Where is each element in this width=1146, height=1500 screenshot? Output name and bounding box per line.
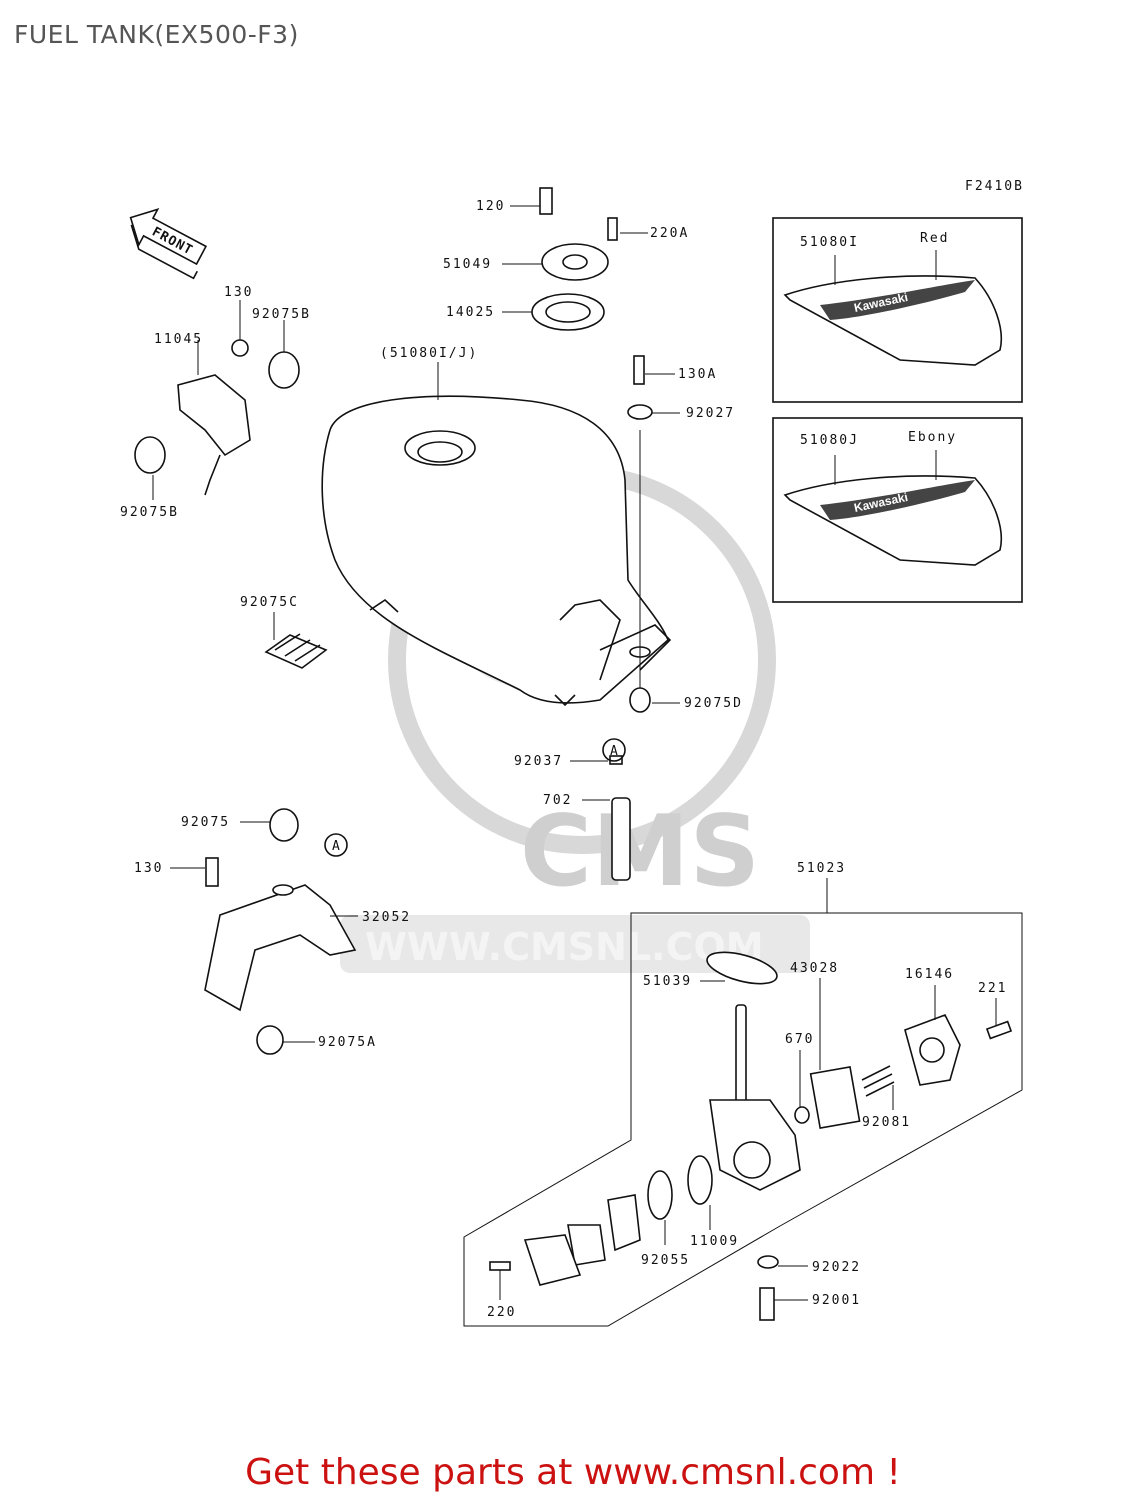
label-32052: 32052 xyxy=(362,910,411,925)
label-92075d: 92075D xyxy=(684,696,743,711)
label-92037: 92037 xyxy=(514,754,563,769)
label-220: 220 xyxy=(487,1305,516,1320)
label-130-top: 130 xyxy=(224,285,253,300)
screw-220a xyxy=(607,217,618,241)
callout-a-bottom xyxy=(324,833,348,857)
label-92001: 92001 xyxy=(812,1293,861,1308)
label-702: 702 xyxy=(543,793,572,808)
label-51080i: 51080I xyxy=(800,235,859,250)
label-11009: 11009 xyxy=(690,1234,739,1249)
label-670: 670 xyxy=(785,1032,814,1047)
label-92022: 92022 xyxy=(812,1260,861,1275)
label-16146: 16146 xyxy=(905,967,954,982)
bracket-32052 xyxy=(204,808,357,1055)
watermark-brand: CMS xyxy=(520,795,760,909)
bracket-11045 xyxy=(134,339,300,496)
front-arrow-icon: FRONT xyxy=(129,208,208,280)
label-51023: 51023 xyxy=(797,861,846,876)
tank-red-decal: Kawasaki xyxy=(783,275,1003,366)
label-120: 120 xyxy=(476,199,505,214)
grommet-92075d xyxy=(629,687,651,713)
label-ebony: Ebony xyxy=(908,430,957,445)
label-221: 221 xyxy=(978,981,1007,996)
leader-lines xyxy=(152,205,997,1301)
grommet-92027 xyxy=(627,404,653,420)
label-51049: 51049 xyxy=(443,257,492,272)
label-11045: 11045 xyxy=(154,332,203,347)
label-red: Red xyxy=(920,231,949,246)
filler-cap xyxy=(531,243,609,331)
label-92075: 92075 xyxy=(181,815,230,830)
watermark-url: WWW.CMSNL.COM xyxy=(365,925,764,969)
label-92075a: 92075A xyxy=(318,1035,377,1050)
label-130-mid: 130 xyxy=(134,861,163,876)
panel-red xyxy=(772,217,1023,403)
hose-702 xyxy=(611,797,631,881)
callout-a-top-label: A xyxy=(610,744,618,759)
label-51080ij: (51080I/J) xyxy=(380,346,478,361)
label-130a: 130A xyxy=(678,367,717,382)
label-92027: 92027 xyxy=(686,406,735,421)
figure-code: F2410B xyxy=(965,179,1024,194)
bolt-130a xyxy=(633,355,645,385)
fuel-tank xyxy=(321,395,672,707)
label-92075c: 92075C xyxy=(240,595,299,610)
label-92075b-top: 92075B xyxy=(252,307,311,322)
label-220a: 220A xyxy=(650,226,689,241)
damper-92075c xyxy=(264,633,328,669)
label-51039: 51039 xyxy=(643,974,692,989)
callout-a-top xyxy=(602,738,626,762)
label-14025: 14025 xyxy=(446,305,495,320)
page-title: FUEL TANK(EX500-F3) xyxy=(14,20,299,49)
label-51080j: 51080J xyxy=(800,433,859,448)
label-92081: 92081 xyxy=(862,1115,911,1130)
bolt-120 xyxy=(539,187,553,215)
petcock-group-outline xyxy=(463,912,1023,1327)
footer-link-text[interactable]: Get these parts at www.cmsnl.com ! xyxy=(245,1452,901,1493)
fuel-petcock xyxy=(489,951,1013,1321)
label-43028: 43028 xyxy=(790,961,839,976)
tank-ebony-decal: Kawasaki xyxy=(783,475,1003,566)
callout-a-bottom-label: A xyxy=(332,839,340,854)
label-92075b-bottom: 92075B xyxy=(120,505,179,520)
label-92055: 92055 xyxy=(641,1253,690,1268)
panel-ebony xyxy=(772,417,1023,603)
